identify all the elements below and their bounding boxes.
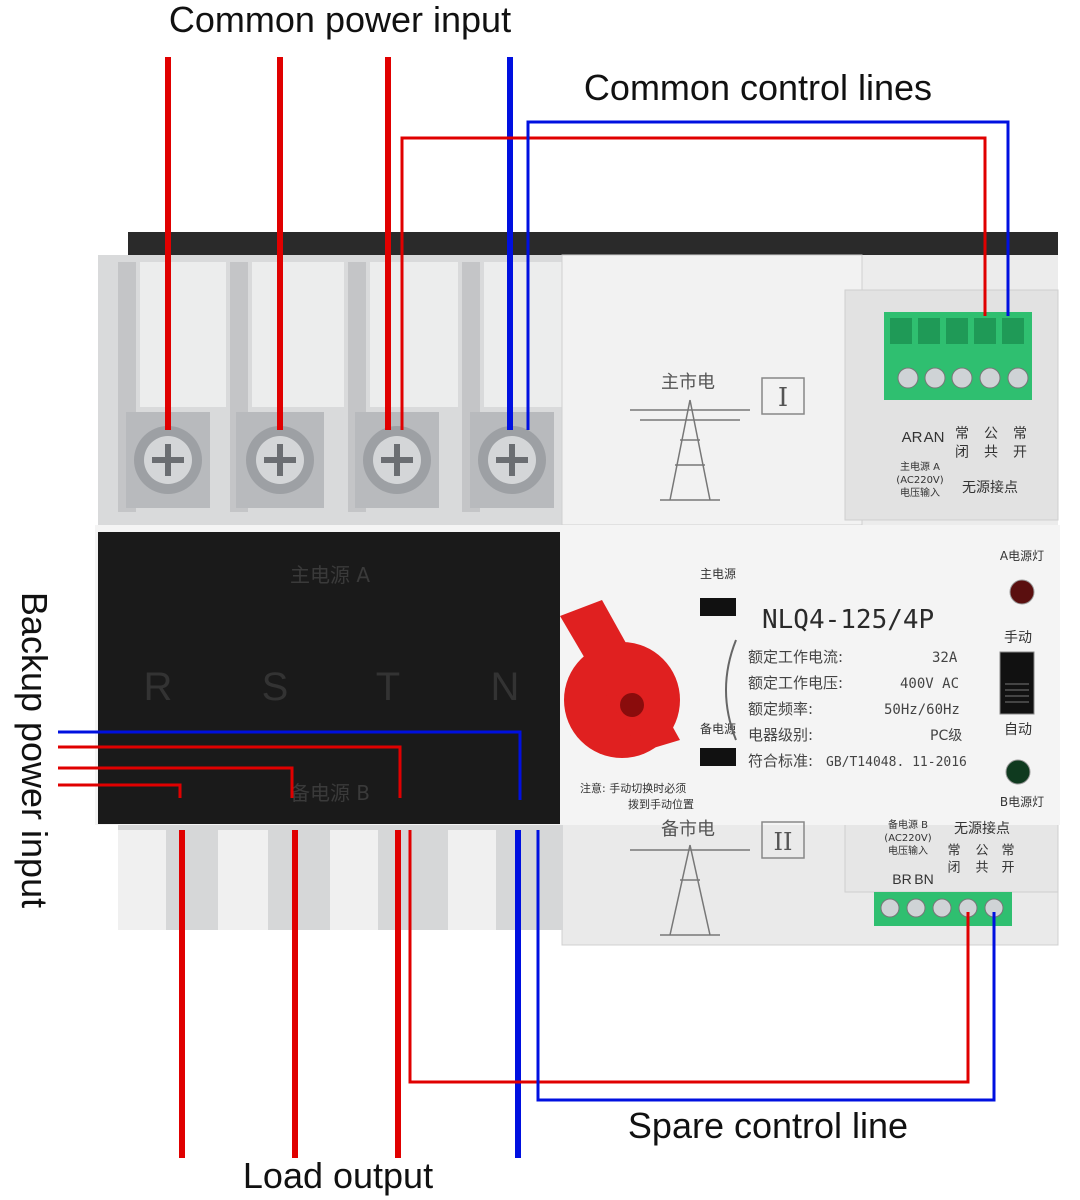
bottom-contact-nc: 常 闭 xyxy=(945,843,960,875)
top-tower-icon xyxy=(630,399,750,501)
phase-s: S xyxy=(262,665,289,709)
top-grid-label: 主市电 xyxy=(661,372,715,393)
top-roman-box xyxy=(761,377,805,415)
spec-val-5: GB/T14048. 11-2016 xyxy=(826,755,967,770)
top-contact-nc: 常 闭 xyxy=(953,426,969,460)
main-source-window xyxy=(700,598,736,616)
label-load-output: Load output xyxy=(243,1155,433,1196)
model-number: NLQ4-125/4P xyxy=(762,605,934,635)
backup-power-input-wires xyxy=(58,730,522,800)
rotation-arrow-icon xyxy=(725,639,737,741)
bottom-input-line2: (AC220V) xyxy=(884,833,931,844)
top-input-line2: (AC220V) xyxy=(896,475,943,486)
backup-wire-t xyxy=(58,745,402,798)
label-common-control-lines: Common control lines xyxy=(584,67,932,108)
spec-key-4: 电器级别: xyxy=(748,726,813,744)
lamp-b-label: B电源灯 xyxy=(1000,795,1044,809)
cover-top-label: 主电源 A xyxy=(290,563,370,587)
bottom-input-caption: 备电源 B (AC220V) 电压输入 xyxy=(884,818,931,857)
term-ar: AR xyxy=(902,429,923,446)
top-input-caption: 主电源 A (AC220V) 电压输入 xyxy=(896,460,943,499)
lower-pole-cavities xyxy=(118,830,496,930)
spec-val-3: 50Hz/60Hz xyxy=(884,702,960,718)
bottom-passive-contacts: 无源接点 xyxy=(954,820,1010,837)
spec-key-3: 额定频率: xyxy=(748,700,813,718)
bottom-roman-box xyxy=(761,821,805,859)
upper-pole-cavities xyxy=(140,262,562,407)
spec-key-1: 额定工作电流: xyxy=(748,648,843,666)
term-bn: BN xyxy=(914,871,933,887)
bottom-input-line3: 电压输入 xyxy=(888,844,928,857)
spare-control-lines xyxy=(408,830,996,1102)
black-cover xyxy=(98,532,560,824)
label-backup-power-input: Backup power input xyxy=(14,592,55,908)
control-line-blue xyxy=(526,120,1010,430)
spare-line-blue xyxy=(536,830,996,1102)
common-power-input-wires xyxy=(165,57,513,430)
label-spare-control-line: Spare control line xyxy=(628,1105,908,1146)
top-passive-contacts: 无源接点 xyxy=(962,479,1018,496)
lamp-a xyxy=(1009,579,1035,605)
bottom-tower-icon xyxy=(630,844,750,936)
spec-val-4: PC级 xyxy=(930,728,962,744)
manual-label: 手动 xyxy=(1004,630,1032,646)
top-roman: I xyxy=(778,383,788,413)
backup-source-window xyxy=(700,748,736,766)
spec-key-5: 符合标准: xyxy=(748,752,813,770)
spec-rows: 额定工作电流: 32A 额定工作电压: 400V AC 额定频率: 50Hz/6… xyxy=(748,648,967,770)
phase-t: T xyxy=(376,665,400,709)
term-an: AN xyxy=(924,429,945,446)
backup-wire-r xyxy=(58,783,182,798)
main-source-label: 主电源 xyxy=(700,567,736,581)
auto-label: 自动 xyxy=(1004,722,1032,738)
lamp-a-label: A电源灯 xyxy=(1000,549,1044,563)
load-output-wires xyxy=(179,830,521,1158)
top-terminal-block xyxy=(884,312,1032,400)
phase-n: N xyxy=(491,665,520,709)
notice-line1: 注意: 手动切换时必须 xyxy=(580,781,686,795)
backup-wire-n xyxy=(58,730,522,800)
lamp-b xyxy=(1005,759,1031,785)
bottom-terminal-labels: BR BN 常 闭 公 共 常 开 xyxy=(892,843,1014,887)
bottom-grid-label: 备市电 xyxy=(661,819,715,840)
bottom-roman: II xyxy=(774,828,793,856)
spec-val-1: 32A xyxy=(932,650,958,666)
bottom-terminal-block xyxy=(874,892,1012,926)
label-common-power-input: Common power input xyxy=(169,0,511,40)
control-module-top-panel xyxy=(561,254,863,526)
top-input-line1: 主电源 A xyxy=(900,460,940,473)
transfer-knob[interactable] xyxy=(560,600,680,758)
bottom-contact-com: 公 共 xyxy=(973,843,989,874)
backup-source-label: 备电源 xyxy=(700,722,736,736)
control-line-red xyxy=(400,136,987,430)
cover-bottom-label: 备电源 B xyxy=(290,781,370,805)
spec-val-2: 400V AC xyxy=(900,676,959,692)
bottom-input-line1: 备电源 B xyxy=(888,818,928,831)
top-input-line3: 电压输入 xyxy=(900,486,940,499)
top-contact-com: 公 共 xyxy=(982,426,998,459)
bottom-contact-no: 常 开 xyxy=(999,843,1015,874)
phase-r: R xyxy=(144,665,173,709)
top-contact-no: 常 开 xyxy=(1011,426,1027,459)
notice-line2: 拨到手动位置 xyxy=(628,797,694,811)
mode-switch-grip-icon xyxy=(1005,683,1029,703)
phase-letters: R S T N xyxy=(144,665,520,709)
backup-wire-s xyxy=(58,766,294,798)
spec-key-2: 额定工作电压: xyxy=(748,674,843,692)
term-br: BR xyxy=(892,871,911,887)
common-control-lines xyxy=(400,120,1010,430)
top-terminal-labels: AR AN 常 闭 公 共 常 开 xyxy=(902,426,1027,460)
spare-line-red xyxy=(408,830,970,1084)
